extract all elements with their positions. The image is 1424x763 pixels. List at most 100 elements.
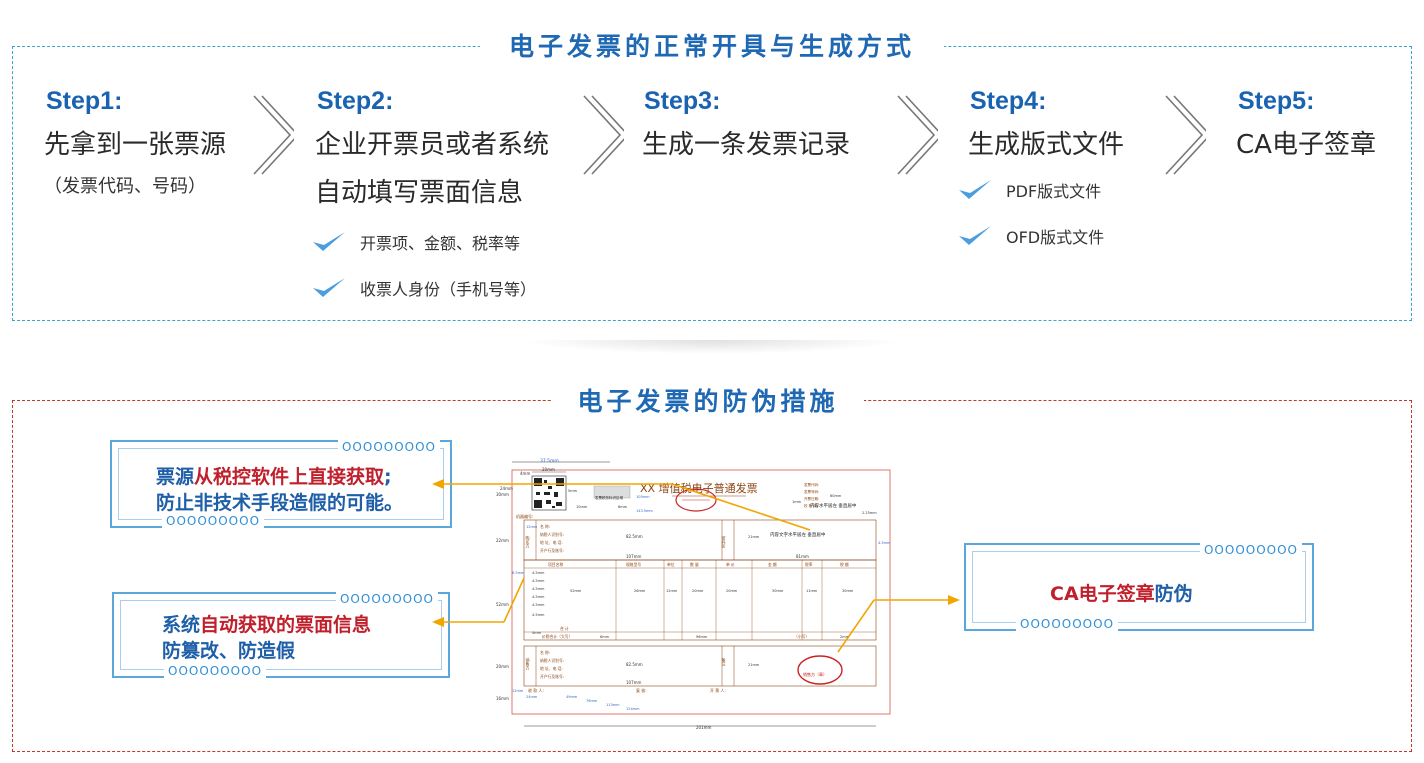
- dim-124: 124mm: [626, 707, 640, 711]
- col-header-spec: 规格型号: [626, 562, 641, 567]
- checkmark-icon: [959, 226, 991, 245]
- code-label-4: 校 验 码:: [804, 503, 818, 508]
- dim-4b: 4mm: [532, 631, 542, 635]
- step1-sub: （发票代码、号码）: [44, 176, 206, 197]
- callout-ca-signature: OOOOOOOOO OOOOOOOOO CA电子签章防伪: [964, 543, 1314, 631]
- dim-30: 30mm: [496, 492, 509, 497]
- total-label: 合 计: [560, 626, 569, 631]
- col-header-unit: 单位: [667, 562, 675, 567]
- dots-decoration: OOOOOOOOO: [1199, 543, 1302, 557]
- dim-82b: 82.5mm: [626, 662, 643, 667]
- dim-24: 24mm: [500, 486, 513, 491]
- col-header-price: 单 价: [726, 562, 735, 567]
- dim-37: 37.5mm: [540, 458, 559, 464]
- checkmark-icon: [313, 232, 345, 251]
- dim-49: 49mm: [566, 695, 578, 699]
- step1-line1: 先拿到一张票源: [44, 130, 227, 160]
- callout3-line1: CA电子签章防伪: [1050, 583, 1193, 605]
- seller-label: 销售方: [526, 657, 531, 671]
- dim-21: 21mm: [748, 535, 760, 539]
- total-caps-label: 价税合计（大写）: [542, 634, 572, 639]
- dim-11: 11mm: [806, 589, 818, 593]
- dim-45-c: 4.5mm: [532, 587, 545, 591]
- dim-45-f: 4.5mm: [532, 613, 545, 617]
- tax-seal-oval: [675, 488, 717, 512]
- col-header-qty: 数 量: [690, 562, 699, 567]
- dim-30b: 30mm: [772, 589, 784, 593]
- drawer-label: 开 票 人:: [710, 687, 726, 693]
- top-section-title: 电子发票的正常开具与生成方式: [480, 30, 944, 64]
- tax-mark-area: [593, 485, 631, 499]
- dim-65-l: 6.5mm: [512, 571, 525, 575]
- seller-stamp-text: 销售方（章）: [803, 671, 827, 677]
- dim-52-in: 52mm: [570, 589, 582, 593]
- checkmark-icon: [959, 180, 991, 199]
- dim-1: 1mm: [792, 500, 802, 504]
- seller-addr-label: 地 址、电 话:: [540, 666, 563, 671]
- seller-row-frame: [523, 645, 877, 687]
- dots-decoration: OOOOOOOOO: [335, 592, 438, 606]
- dim-6b: 6mm: [600, 635, 610, 639]
- dim-26: 26mm: [634, 589, 646, 593]
- step2-line2: 自动填写票面信息: [315, 178, 524, 208]
- invoice-outer-frame: [511, 469, 891, 715]
- step4-line1: 生成版式文件: [968, 130, 1125, 160]
- total-small-label: （小写）: [794, 634, 809, 639]
- buyer-taxid-label: 纳税人识别号:: [540, 532, 564, 537]
- bottom-section-title: 电子发票的防伪措施: [552, 385, 864, 419]
- dim-24b: 24mm: [526, 695, 538, 699]
- callout2-line1: 系统自动获取的票面信息: [162, 614, 372, 636]
- chevron-right-icon: [897, 95, 938, 175]
- dim-45-e: 4.5mm: [532, 603, 545, 607]
- dots-decoration: OOOOOOOOO: [164, 664, 267, 678]
- dots-decoration: OOOOOOOOO: [1016, 617, 1119, 631]
- arrow-to-callout2: [432, 577, 525, 627]
- callout-ticket-source: OOOOOOOOO OOOOOOOOO 票源从税控软件上直接获取; 防止非技术手…: [110, 440, 452, 528]
- dim-143: 143.5mm: [636, 509, 653, 513]
- dim-82: 82.5mm: [626, 534, 643, 539]
- step4-tag: Step4:: [970, 87, 1047, 115]
- dim-30c: 30mm: [842, 589, 854, 593]
- buyer-bank-label: 开户行及账号:: [540, 548, 564, 553]
- dim-5: 5mm: [568, 489, 578, 493]
- arrow-to-callout3: [837, 595, 960, 653]
- remark-label: 备注: [722, 657, 727, 667]
- code-label-3: 开票日期:: [804, 496, 819, 501]
- col-header-name: 项目名称: [548, 562, 563, 567]
- seller-bank-label: 开户行及账号:: [540, 674, 564, 679]
- code-label-2: 发票号码:: [804, 489, 819, 494]
- dim-81: 81mm: [796, 554, 809, 559]
- dim-4: 4mm: [520, 471, 530, 476]
- buyer-name-label: 名 称:: [540, 524, 550, 529]
- step2-line1: 企业开票员或者系统: [315, 130, 550, 160]
- step5-tag: Step5:: [1238, 87, 1315, 115]
- seller-taxid-label: 纳税人识别号:: [540, 658, 564, 663]
- dim-21b: 21mm: [748, 663, 760, 667]
- dim-201: 201mm: [696, 725, 712, 730]
- step1-tag: Step1:: [46, 87, 123, 115]
- dim-52: 52mm: [496, 602, 509, 607]
- note-right: 内容水平居左 垂直居中: [810, 502, 857, 509]
- dim-20: 20mm: [542, 467, 555, 472]
- dots-decoration: OOOOOOOOO: [162, 514, 265, 528]
- checkmark-icon: [313, 278, 345, 297]
- seller-stamp-oval: [797, 655, 843, 685]
- dim-107b: 107mm: [626, 680, 642, 685]
- seller-name-label: 名 称:: [540, 650, 550, 655]
- dim-45-a: 4.5mm: [532, 571, 545, 575]
- step5-line1: CA电子签章: [1236, 130, 1376, 160]
- col-header-tax: 税 额: [840, 562, 849, 567]
- chevron-right-icon: [1165, 95, 1206, 175]
- code-hint: 发票税务标识区域: [595, 495, 623, 500]
- col-header-rate: 税率: [805, 562, 813, 567]
- dim-45-r: 4.5mm: [878, 541, 891, 545]
- dim-20c: 20mm: [726, 589, 738, 593]
- dim-113: 113mm: [606, 703, 620, 707]
- payee-label: 收 款 人:: [528, 687, 544, 693]
- reviewer-label: 复 核:: [636, 687, 647, 693]
- dim-6: 6mm: [618, 505, 628, 509]
- callout1-line1: 票源从税控软件上直接获取;: [156, 466, 392, 488]
- step2-tag: Step2:: [317, 87, 394, 115]
- machine-no: 机器编号:: [516, 513, 533, 519]
- dim-22: 22mm: [496, 538, 509, 543]
